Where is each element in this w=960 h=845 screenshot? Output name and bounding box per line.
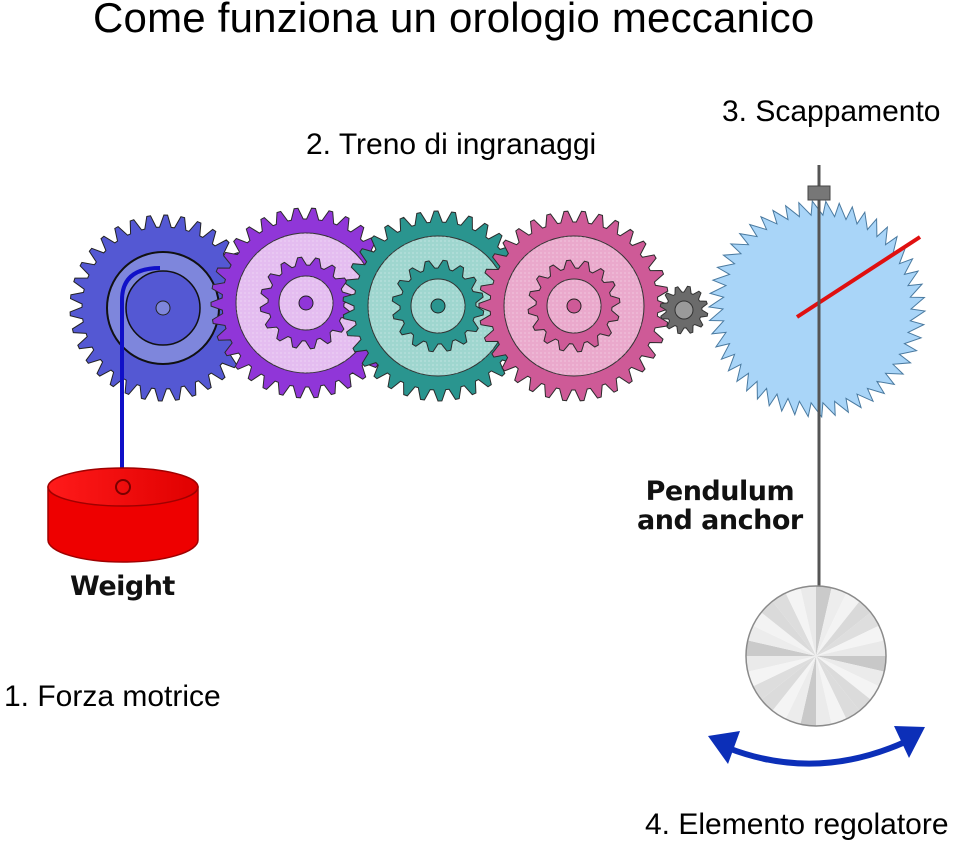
gear-icon [69, 214, 257, 402]
step-gear-train-label: 2. Treno di ingranaggi [306, 128, 597, 161]
swing-arrow-icon [708, 726, 925, 767]
gear-2 [210, 207, 402, 399]
gear-3 [342, 210, 534, 402]
swing-arrow-right-head [894, 726, 925, 758]
pendulum-and-anchor [745, 165, 887, 727]
small-pinion-hub [674, 300, 694, 320]
step-driving-force-label: 1. Forza motrice [4, 680, 221, 713]
escape-wheel-icon [707, 199, 927, 419]
weight-top [47, 467, 199, 507]
swing-arrow-left-head [708, 731, 740, 764]
page-title: Come funziona un orologio meccanico [93, 0, 815, 41]
anchor-pivot [807, 185, 831, 201]
weight-icon [47, 266, 199, 563]
gear-train [69, 199, 927, 419]
step-escapement-label: 3. Scappamento [722, 95, 941, 128]
weight-hook [115, 479, 131, 495]
step-regulator-label: 4. Elemento regolatore [645, 808, 949, 841]
pendulum-caption: Pendulum and anchor [637, 477, 803, 535]
swing-arrow-curve [726, 739, 907, 767]
small-pinion-icon [659, 285, 709, 335]
pendulum-bob-icon [745, 585, 887, 727]
weight-body [47, 486, 199, 563]
pendulum-caption-line1: Pendulum [645, 476, 795, 507]
gear-1-axle [155, 300, 171, 316]
pendulum-caption-line2: and anchor [637, 505, 803, 536]
gear-3-axle [430, 298, 446, 314]
gear-4 [478, 210, 670, 402]
weight-caption: Weight [70, 571, 175, 602]
gear-2-axle [298, 295, 314, 311]
escape-wheel-teeth [707, 199, 927, 419]
weight-cord [120, 266, 161, 488]
gear-4-axle [566, 298, 582, 314]
